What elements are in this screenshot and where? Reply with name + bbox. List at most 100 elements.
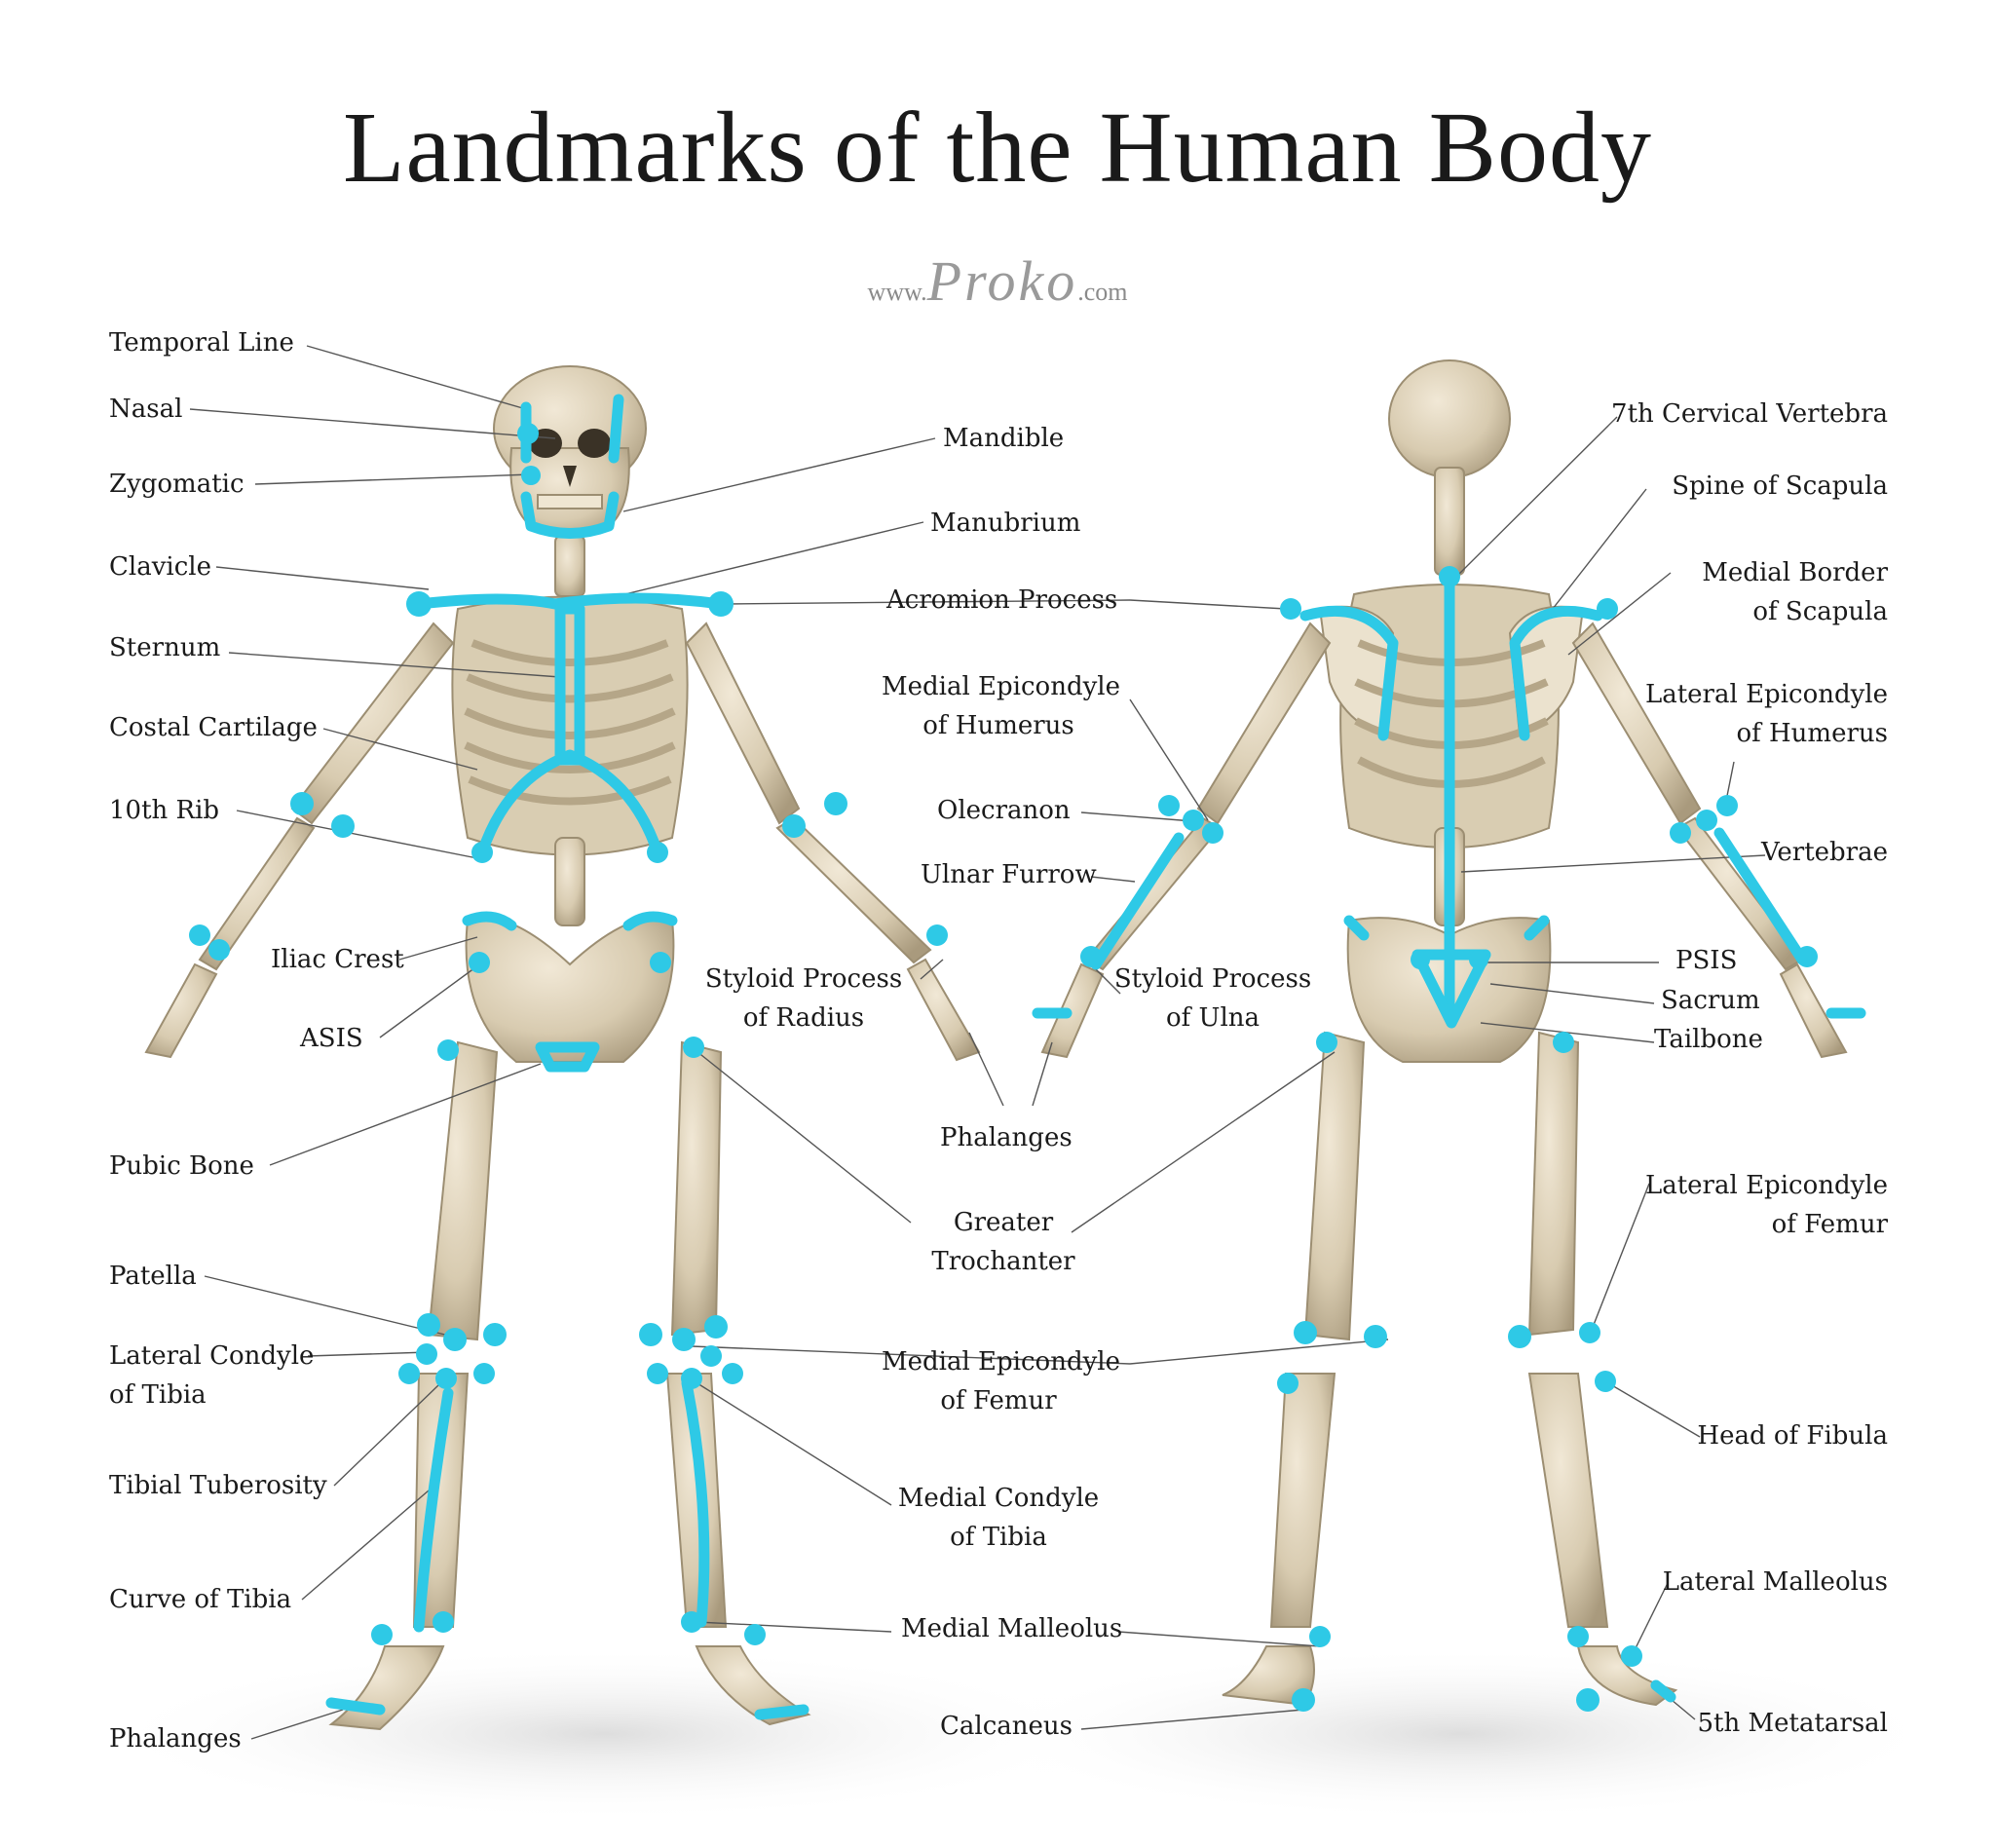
dot-greater-trochanter-back-right xyxy=(1553,1032,1574,1053)
dot-knee-left-2 xyxy=(443,1328,467,1351)
landmark-spine-scapula-right-back xyxy=(1509,605,1603,741)
dot-wrist-left-1 xyxy=(189,924,210,946)
dot-medial-malleolus-front xyxy=(681,1611,702,1633)
dot-styloid-ulna-right xyxy=(1796,946,1818,967)
label-olecranon: Olecranon xyxy=(937,796,1071,825)
label-pubic-bone: Pubic Bone xyxy=(109,1151,254,1181)
landmark-curve-tibia-right-front xyxy=(681,1377,710,1628)
label-asis: ASIS xyxy=(300,1024,363,1053)
back-left-leg xyxy=(1222,1031,1366,1707)
label-lateral-condyle-tibia-line1: Lateral Condyle xyxy=(109,1341,315,1371)
dot-elbow-right-1 xyxy=(782,814,806,838)
label-patella: Patella xyxy=(109,1262,197,1291)
dot-knee-left-1 xyxy=(417,1313,440,1337)
dot-knee-right-1 xyxy=(639,1323,662,1346)
label-lateral-condyle-tibia: Lateral Condyle of Tibia xyxy=(109,1337,314,1414)
dot-knee-left-5 xyxy=(398,1363,420,1384)
dot-greater-trochanter-left xyxy=(437,1039,459,1061)
label-medial-condyle-tibia-line1: Medial Condyle xyxy=(897,1484,1100,1513)
label-medial-malleolus: Medial Malleolus xyxy=(901,1614,1123,1643)
dot-zygomatic xyxy=(521,466,541,485)
label-10th-rib: 10th Rib xyxy=(109,796,220,825)
label-iliac-crest: Iliac Crest xyxy=(271,945,404,974)
label-styloid-ulna-line1: Styloid Process xyxy=(1113,964,1312,994)
label-tibial-tuberosity: Tibial Tuberosity xyxy=(109,1471,327,1500)
label-lateral-epicondyle-humerus-line1: Lateral Epicondyle xyxy=(1644,680,1888,709)
dot-knee-right-6 xyxy=(681,1368,702,1389)
dot-olecranon-1 xyxy=(1158,795,1180,816)
dot-knee-left-4 xyxy=(416,1343,437,1365)
dot-acromion-left xyxy=(406,591,432,617)
label-lateral-epicondyle-humerus: Lateral Epicondyle of Humerus xyxy=(1645,675,1888,753)
landmark-mandible-front xyxy=(520,491,620,539)
label-medial-epicondyle-humerus-line1: Medial Epicondyle xyxy=(882,672,1120,701)
label-medial-epicondyle-humerus: Medial Epicondyle of Humerus xyxy=(882,667,1120,745)
dot-ankle-left-2 xyxy=(433,1611,454,1633)
label-lateral-epicondyle-femur-line2: of Femur xyxy=(1771,1210,1888,1239)
dot-lat-epicondyle-3 xyxy=(1716,795,1738,816)
label-styloid-radius-line1: Styloid Process xyxy=(704,964,903,994)
dot-olecranon-3 xyxy=(1202,822,1223,844)
dot-lat-epicondyle-2 xyxy=(1696,810,1717,831)
label-zygomatic: Zygomatic xyxy=(109,470,245,499)
dot-knee-right-2 xyxy=(672,1328,696,1351)
label-medial-condyle-tibia: Medial Condyle of Tibia xyxy=(891,1479,1106,1557)
label-curve-of-tibia: Curve of Tibia xyxy=(109,1585,292,1614)
front-ribcage xyxy=(451,595,689,856)
back-neck xyxy=(1434,467,1465,576)
back-skull xyxy=(1388,359,1511,478)
front-right-leg xyxy=(665,1040,811,1726)
website-suffix: .com xyxy=(1077,278,1128,306)
dot-psis-right xyxy=(1469,950,1488,969)
dot-knee-right-3 xyxy=(704,1315,728,1339)
dot-wrist-right xyxy=(926,924,948,946)
dot-acromion-back-left xyxy=(1280,598,1301,620)
website-prefix: www. xyxy=(867,278,927,306)
dot-10th-rib-right xyxy=(647,842,668,863)
dot-elbow-left-2 xyxy=(331,814,355,838)
label-clavicle: Clavicle xyxy=(109,552,211,582)
label-medial-epicondyle-femur: Medial Epicondyle of Femur xyxy=(882,1342,1120,1420)
label-lateral-condyle-tibia-line2: of Tibia xyxy=(109,1380,207,1410)
label-greater-trochanter: Greater Trochanter xyxy=(906,1203,1101,1281)
label-lateral-epicondyle-femur: Lateral Epicondyle of Femur xyxy=(1645,1166,1888,1244)
label-7th-cervical-vertebra: 7th Cervical Vertebra xyxy=(1611,399,1888,429)
label-styloid-radius-line2: of Radius xyxy=(742,1003,865,1033)
front-right-arm xyxy=(685,622,981,1062)
dot-nasal xyxy=(517,423,539,444)
label-medial-border-scapula: Medial Border of Scapula xyxy=(1702,553,1888,631)
label-medial-epicondyle-femur-line2: of Femur xyxy=(940,1386,1057,1415)
label-psis: PSIS xyxy=(1675,946,1738,975)
label-head-of-fibula: Head of Fibula xyxy=(1697,1421,1888,1451)
label-calcaneus: Calcaneus xyxy=(940,1712,1073,1741)
dot-head-of-fibula xyxy=(1595,1371,1616,1392)
label-phalanges-foot: Phalanges xyxy=(109,1724,242,1754)
dot-wrist-left-2 xyxy=(208,939,230,961)
front-pelvis xyxy=(465,917,675,1063)
dot-elbow-right-2 xyxy=(824,792,847,815)
dot-calcaneus-left xyxy=(1292,1688,1315,1712)
landmark-spine-scapula-left-back xyxy=(1299,605,1399,741)
page-title: Landmarks of the Human Body xyxy=(342,92,1653,204)
label-spine-of-scapula: Spine of Scapula xyxy=(1672,471,1888,501)
back-right-leg xyxy=(1527,1031,1678,1707)
floor-shadow-front xyxy=(97,1646,1110,1822)
dot-ankle-left-1 xyxy=(371,1624,393,1645)
landmark-iliac-back-left xyxy=(1343,915,1370,941)
label-mandible: Mandible xyxy=(943,424,1065,453)
dot-psis-left xyxy=(1411,950,1430,969)
dot-calcaneus-right xyxy=(1576,1688,1600,1712)
dot-olecranon-2 xyxy=(1183,810,1204,831)
dot-ankle-back-1 xyxy=(1309,1626,1331,1647)
landmark-strokes xyxy=(325,394,1866,1720)
landmark-phalanges-foot-front xyxy=(325,1697,386,1716)
dot-knee-right-4 xyxy=(700,1345,722,1367)
dot-knee-left-6 xyxy=(435,1368,457,1389)
landmark-dots xyxy=(189,423,1818,1712)
dot-acromion-right xyxy=(708,591,734,617)
landmark-sacrum-back xyxy=(1412,949,1491,1029)
label-greater-trochanter-line1: Greater xyxy=(953,1208,1054,1237)
floor-shadow-back xyxy=(974,1646,1948,1822)
landmark-fifth-metatarsal-back xyxy=(1650,1679,1676,1703)
